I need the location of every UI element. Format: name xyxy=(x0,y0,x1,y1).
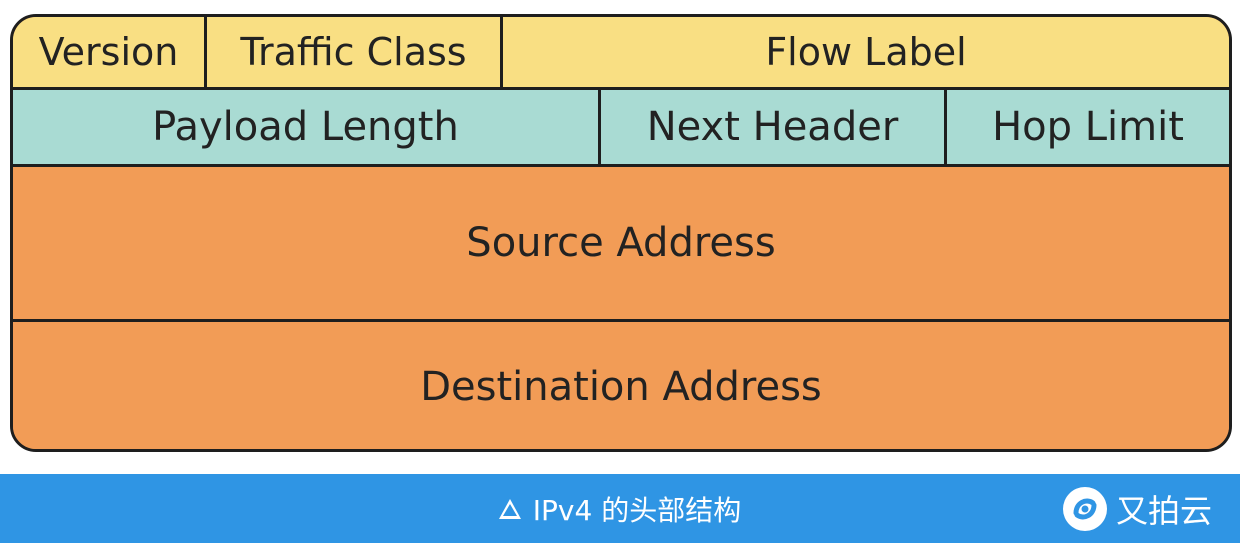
payload-length-field: Payload Length xyxy=(13,90,601,164)
next-header-field: Next Header xyxy=(601,90,947,164)
traffic-class-field: Traffic Class xyxy=(207,17,503,87)
header-row-1: Version Traffic Class Flow Label xyxy=(13,17,1229,90)
watermark: 又拍云 xyxy=(1062,486,1212,532)
caption: IPv4 的头部结构 xyxy=(0,474,1240,543)
destination-address-row: Destination Address xyxy=(13,322,1229,449)
flow-label-field: Flow Label xyxy=(503,17,1229,87)
header-row-2: Payload Length Next Header Hop Limit xyxy=(13,90,1229,167)
upyun-logo-icon xyxy=(1062,487,1107,531)
caption-text: IPv4 的头部结构 xyxy=(532,493,742,527)
watermark-text: 又拍云 xyxy=(1115,492,1212,530)
caption-bar: IPv4 的头部结构 又拍云 xyxy=(0,474,1240,543)
hop-limit-field: Hop Limit xyxy=(947,90,1229,164)
version-field: Version xyxy=(13,17,207,87)
source-address-row: Source Address xyxy=(13,167,1229,322)
destination-address-field: Destination Address xyxy=(13,322,1229,449)
source-address-field: Source Address xyxy=(13,167,1229,319)
triangle-outline-icon xyxy=(498,498,521,519)
ipv6-header-diagram: Version Traffic Class Flow Label Payload… xyxy=(10,14,1232,452)
